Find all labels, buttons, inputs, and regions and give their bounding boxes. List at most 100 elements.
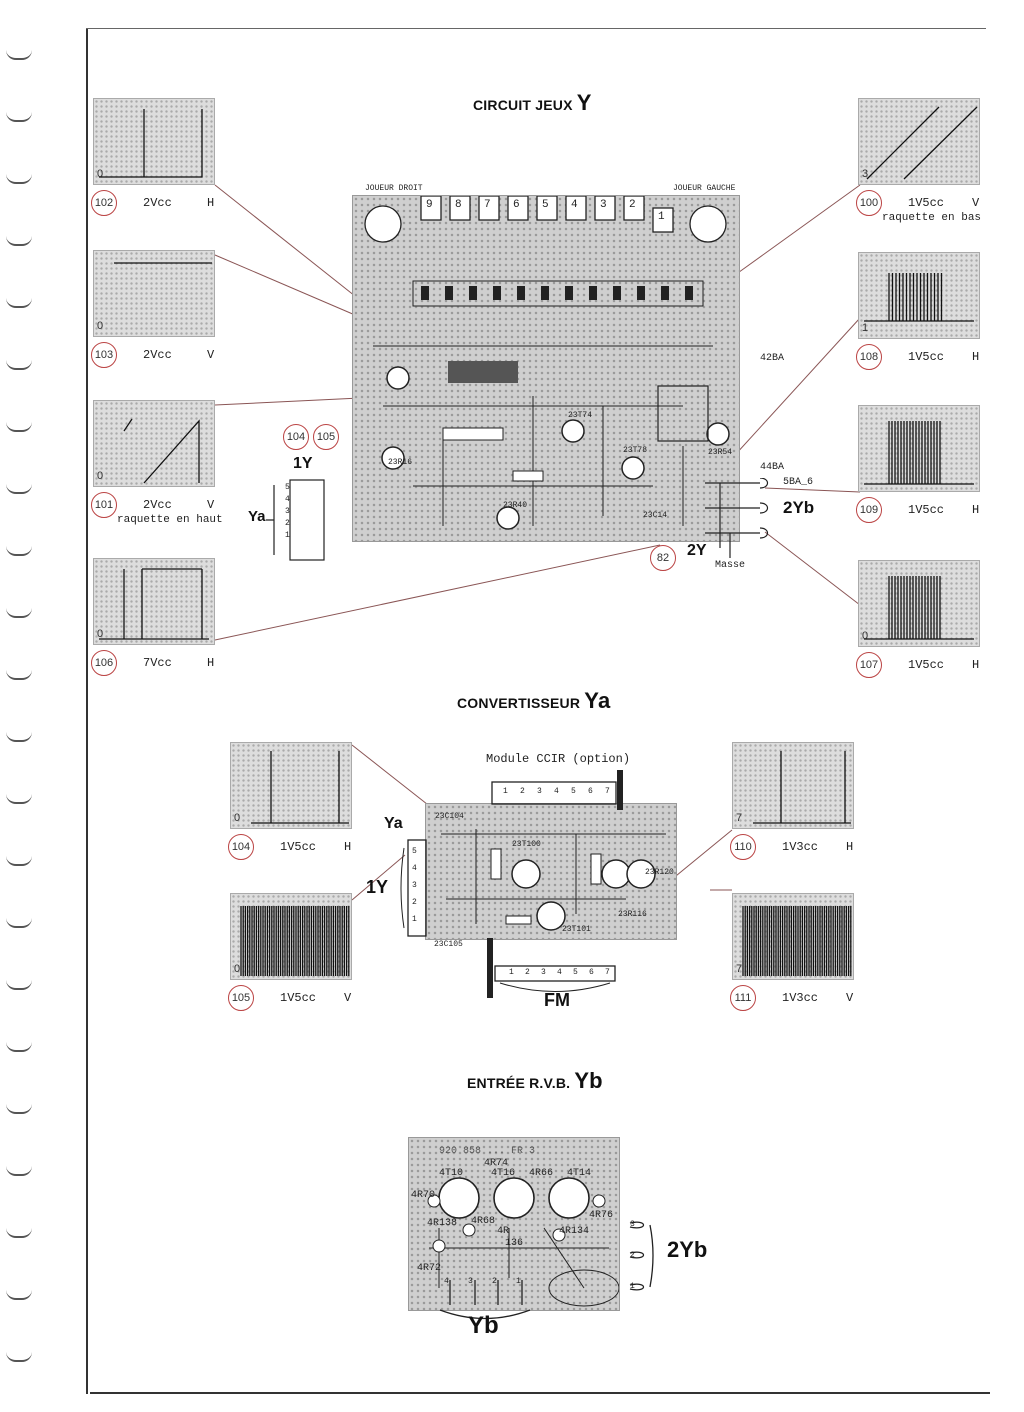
scope-number-badge: 105	[228, 985, 254, 1011]
key-number: 2	[629, 199, 636, 211]
connector-pin-number: 2	[285, 519, 290, 528]
ref-label: 23T101	[562, 925, 591, 934]
module-pin-number: 1	[503, 787, 508, 796]
scope-number-badge: 106	[91, 650, 117, 676]
ref-label: 4R74	[484, 1158, 509, 1169]
title-letter: Ya	[584, 688, 611, 713]
key-number: 9	[426, 199, 433, 211]
ref-label: 136	[505, 1238, 524, 1249]
label-5ba: 5BA_6	[783, 477, 814, 488]
ref-label: 23C105	[434, 940, 463, 949]
oscillogram-103	[93, 250, 215, 337]
scope-number-badge: 100	[856, 190, 882, 216]
title-entree-rvb: ENTRÉE R.V.B. Yb	[467, 1068, 603, 1094]
key-connector-box	[420, 196, 442, 221]
connector-pin-number: 3	[468, 1277, 473, 1286]
ref-label: 23R54	[708, 448, 733, 457]
connector-1y-drawing	[266, 479, 325, 561]
board-yb-header: 920 858 ... FR 3	[439, 1146, 536, 1157]
label-masse: Masse	[715, 560, 746, 571]
key-connector-box	[623, 196, 645, 221]
connector-pin-number: 3	[285, 507, 290, 516]
module-pin-number: 4	[557, 968, 562, 977]
badge-104: 104	[283, 424, 309, 450]
binder-hole-mark	[6, 1104, 32, 1114]
oscillogram-106	[93, 558, 215, 645]
binder-hole-mark	[6, 1042, 32, 1052]
label-1y: 1Y	[366, 877, 389, 897]
board-y-drawing	[364, 196, 730, 530]
oscillogram-100	[858, 98, 980, 185]
connector-pin-number: 2	[492, 1277, 497, 1286]
scope-number-badge: 102	[91, 190, 117, 216]
key-connector-box	[594, 196, 616, 221]
scope-number-badge: 101	[91, 492, 117, 518]
trace-line	[251, 751, 349, 824]
ref-label: 23R116	[618, 910, 647, 919]
oscillogram-101	[93, 400, 215, 487]
connector-pin-number: 2	[630, 1251, 635, 1260]
binder-hole-mark	[6, 174, 32, 184]
trace-line	[753, 751, 851, 824]
connector-pin-number: 4	[444, 1277, 449, 1286]
binder-hole-mark	[6, 1228, 32, 1238]
label-ya: Ya	[384, 815, 403, 832]
connector-pin-number: 5	[412, 847, 417, 856]
key-number: 1	[658, 211, 665, 223]
oscillogram-104	[230, 742, 352, 829]
badge-82: 82	[650, 545, 676, 571]
title-text: CIRCUIT JEUX	[473, 97, 573, 113]
binder-hole-mark	[6, 422, 32, 432]
scope-note: raquette en haut	[117, 514, 223, 526]
trace-line	[123, 418, 200, 484]
connector-pin-number: 4	[285, 495, 290, 504]
ref-label: 23R120	[645, 868, 674, 877]
module-pin-number: 2	[525, 968, 530, 977]
ref-label: 4R	[497, 1226, 510, 1237]
connector-ya-drawing	[400, 839, 427, 937]
board-ya-drawing	[441, 829, 666, 931]
scope-sweep: V	[207, 348, 215, 362]
binder-hole-mark	[6, 980, 32, 990]
label-2yb: 2Yb	[667, 1237, 708, 1262]
module-pin-number: 6	[588, 787, 593, 796]
scope-number-badge: 104	[228, 834, 254, 860]
scope-amplitude: 1V5cc	[908, 350, 945, 364]
binder-hole-mark	[6, 50, 32, 60]
connector-pin-number: 2	[412, 898, 417, 907]
connector-1y: 1Y	[293, 455, 313, 472]
connector-pin-number: 1	[630, 1282, 635, 1291]
oscillogram-111	[732, 893, 854, 980]
scope-number-badge: 110	[730, 834, 756, 860]
connector-yb-drawing	[439, 1280, 531, 1320]
ref-label: 4R66	[529, 1168, 554, 1179]
scope-zero-mark: 7	[736, 812, 743, 824]
scope-sweep: H	[972, 350, 980, 364]
scope-zero-mark: 0	[97, 628, 104, 640]
title-convertisseur: CONVERTISSEUR Ya	[457, 688, 610, 714]
ref-label: 4T10	[439, 1168, 464, 1179]
trace-line	[864, 576, 974, 640]
key-number: 4	[571, 199, 578, 211]
label-joueur-droit: JOUEUR DROIT	[365, 184, 423, 193]
scope-zero-mark: 7	[736, 963, 743, 975]
trace-line	[864, 421, 974, 485]
trace-line	[99, 568, 209, 640]
ref-label: 4R70	[411, 1190, 436, 1201]
fm-module-outline	[487, 938, 616, 998]
scope-sweep: V	[846, 991, 854, 1005]
scope-sweep: V	[207, 498, 215, 512]
scope-sweep: H	[207, 196, 215, 210]
scope-amplitude: 1V5cc	[908, 503, 945, 517]
module-pin-number: 1	[509, 968, 514, 977]
scope-zero-mark: 0	[862, 630, 869, 642]
badge-105: 105	[313, 424, 339, 450]
scope-amplitude: 2Vcc	[143, 348, 172, 362]
binder-hole-mark	[6, 794, 32, 804]
scope-amplitude: 1V5cc	[280, 991, 317, 1005]
scope-number-badge: 103	[91, 342, 117, 368]
binder-hole-mark	[6, 298, 32, 308]
module-pin-number: 7	[605, 787, 610, 796]
key-number: 7	[484, 199, 491, 211]
binder-hole-mark	[6, 732, 32, 742]
